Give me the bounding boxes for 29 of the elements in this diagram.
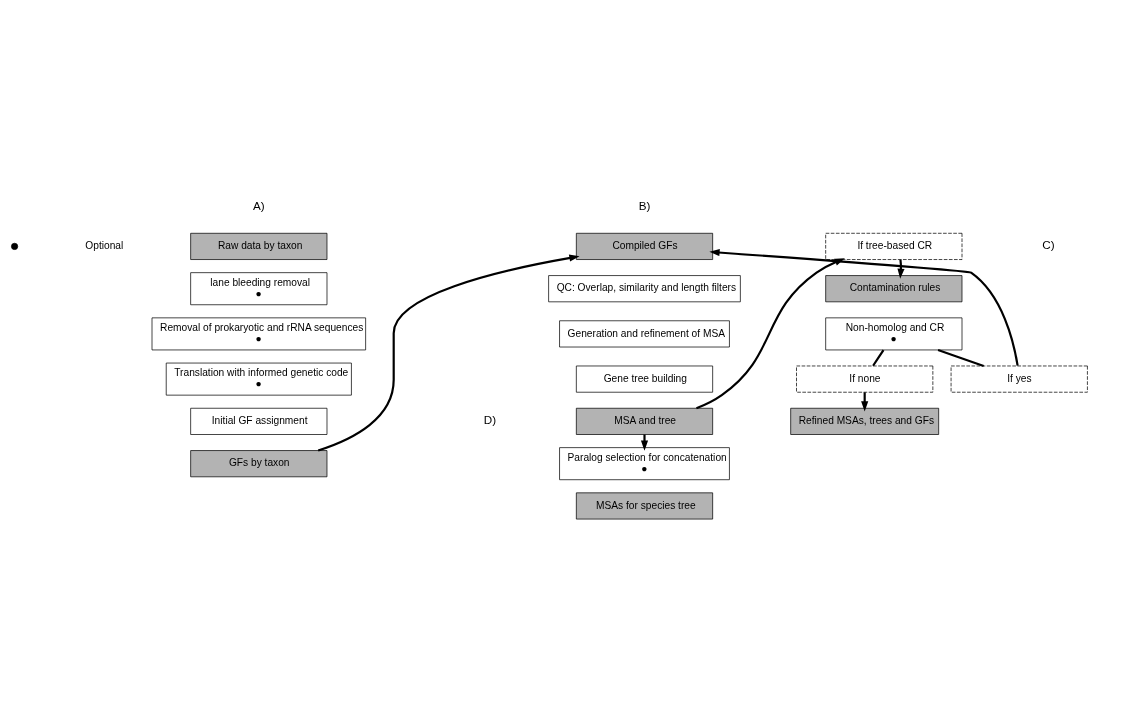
arrow	[640, 434, 649, 451]
node-box: Translation with informed genetic code ●	[165, 362, 352, 396]
node-box: Generation and refinement of MSA	[559, 320, 730, 348]
connector	[872, 349, 885, 367]
node-box: If tree-based CR	[825, 232, 963, 260]
label: D)	[483, 413, 497, 427]
node-box: Non-homolog and CR ●	[825, 317, 963, 351]
node-box: Removal of prokaryotic and rRNA sequences ●	[151, 317, 366, 351]
label: B)	[638, 198, 651, 212]
node-box: Gene tree building	[575, 365, 714, 393]
legend-label: Optional	[85, 240, 124, 252]
node-box: Contamination rules	[825, 275, 963, 303]
node-box: If none	[796, 365, 934, 393]
connector	[937, 349, 985, 367]
node-box: Compiled GFs	[575, 232, 714, 260]
node-box: Refined MSAs, trees and GFs	[790, 407, 940, 435]
node-box: MSAs for species tree	[575, 492, 714, 520]
node-box: Raw data by taxon	[190, 232, 328, 260]
node-box: Initial GF assignment	[190, 407, 328, 435]
node-box: QC: Overlap, similarity and length filters	[548, 275, 741, 303]
arrow	[317, 254, 580, 452]
node-box: If yes	[950, 365, 1088, 393]
node-box: MSA and tree	[575, 407, 714, 435]
label: A)	[252, 198, 265, 212]
node-box: GFs by taxon	[190, 450, 328, 478]
node-box: Paralog selection for concatenation ●	[559, 447, 730, 481]
node-box: lane bleeding removal ●	[190, 272, 328, 306]
arrow	[709, 248, 1019, 366]
label: C)	[1042, 238, 1055, 252]
